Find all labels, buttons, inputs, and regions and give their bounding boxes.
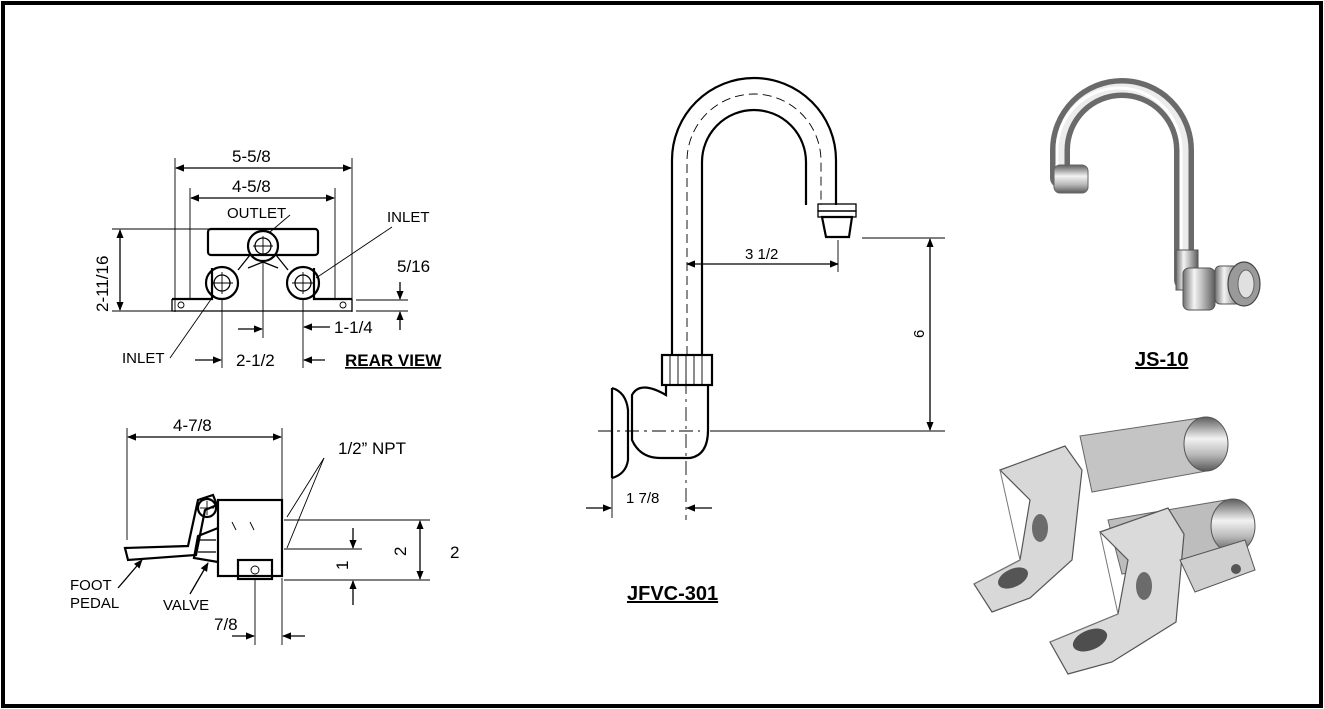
rear-view-title: REAR VIEW [345,351,442,370]
label-foot: FOOT [70,577,112,594]
spout-model-title: JFVC-301 [627,583,718,605]
spout-drawing: 3 1/2 6 1 7/8 JFVC-301 [586,76,945,605]
rear-view-drawing: 5-5/8 4-5/8 2-11/16 OUTLET [93,147,442,370]
dim-outside-2: 2 [450,543,459,562]
dim-overall-width: 5-5/8 [232,147,271,166]
dim-height-2: 2 [391,547,410,556]
dim-offset: 1 7/8 [626,490,659,507]
label-pedal: PEDAL [70,595,119,612]
dim-base: 7/8 [214,615,238,634]
foot-valve-photo [973,416,1256,675]
label-npt: 1/2” NPT [338,439,406,458]
side-view-drawing: 4-7/8 1/2” NPT 2 1 2 7/8 F [70,416,459,645]
dim-inlet-offset: 1-1/4 [334,318,373,337]
label-valve: VALVE [163,597,209,614]
dim-inlet-spacing: 2-1/2 [236,351,275,370]
dim-foot-thickness: 5/16 [397,257,430,276]
faucet-model-title: JS-10 [1135,349,1188,371]
dim-length: 4-7/8 [173,416,212,435]
dim-reach: 3 1/2 [745,246,778,263]
label-outlet: OUTLET [227,205,286,222]
dim-inner-width: 4-5/8 [232,177,271,196]
label-inlet-left: INLET [122,350,165,367]
label-inlet-right: INLET [387,209,430,226]
dim-spout-height: 6 [911,330,928,338]
dim-height: 2-11/16 [93,256,112,312]
faucet-photo: JS-10 [1050,78,1261,371]
dim-height-1: 1 [333,561,352,570]
